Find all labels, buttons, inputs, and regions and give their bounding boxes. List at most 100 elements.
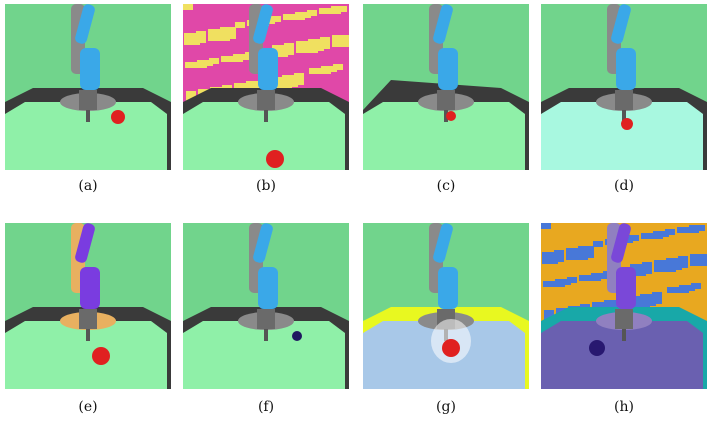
texture-patch [296, 41, 318, 53]
scene-e [5, 223, 171, 389]
scene-g [363, 223, 529, 389]
ball [621, 118, 633, 130]
caption-d: (d) [614, 178, 634, 194]
robot-gripper-tip [622, 110, 626, 122]
robot-forearm [80, 267, 100, 309]
panel-f [183, 223, 349, 389]
texture-patch [642, 262, 652, 274]
robot-arm-segment [433, 223, 453, 263]
ball [266, 150, 284, 168]
texture-patch [678, 256, 688, 268]
robot-gripper-tip [86, 110, 90, 122]
texture-patch [629, 235, 639, 241]
table-surface [363, 102, 525, 170]
ball [589, 340, 605, 356]
robot-forearm [80, 48, 100, 90]
texture-patch [665, 229, 675, 235]
panel-g [363, 223, 529, 389]
texture-patch [221, 56, 243, 62]
caption-h: (h) [614, 399, 634, 415]
robot-gripper [79, 309, 97, 329]
texture-patch [542, 252, 558, 264]
texture-patch [209, 58, 219, 64]
panel-e [5, 223, 171, 389]
texture-patch [652, 292, 662, 304]
robot-forearm [616, 267, 636, 309]
texture-patch [185, 62, 207, 68]
texture-patch [544, 310, 554, 322]
panel-c [363, 4, 529, 170]
texture-patch [271, 16, 281, 22]
ball [446, 111, 456, 121]
texture-patch [690, 254, 707, 266]
scene-b [183, 4, 349, 170]
robot-forearm [258, 267, 278, 309]
robot-gripper-tip [622, 329, 626, 341]
texture-patch [541, 223, 551, 229]
texture-patch [294, 73, 304, 85]
ball [111, 110, 125, 124]
robot-gripper-tip [86, 329, 90, 341]
robot-gripper-tip [264, 110, 268, 122]
robot-forearm [616, 48, 636, 90]
caption-a: (a) [78, 178, 98, 194]
caption-c: (c) [436, 178, 456, 194]
texture-patch [691, 283, 701, 289]
texture-patch [235, 22, 245, 28]
table-surface [5, 102, 167, 170]
table-surface [183, 102, 345, 170]
robot-gripper [437, 90, 455, 110]
robot-arm-segment [611, 4, 631, 44]
ball [92, 347, 110, 365]
caption-f: (f) [257, 399, 275, 415]
robot-arm-segment [611, 223, 631, 263]
texture-patch [307, 10, 317, 16]
robot-gripper-tip [264, 329, 268, 341]
table-surface [541, 321, 703, 389]
robot-gripper [257, 90, 275, 110]
scene-a [5, 4, 171, 170]
table-surface [183, 321, 345, 389]
robot-arm-segment [75, 4, 95, 44]
robot-forearm [438, 267, 458, 309]
texture-patch [579, 275, 601, 281]
texture-patch [319, 8, 341, 14]
robot-arm-segment [433, 4, 453, 44]
texture-patch [184, 33, 200, 45]
texture-patch [543, 281, 565, 287]
texture-patch [654, 260, 676, 272]
texture-patch [283, 14, 305, 20]
robot-arm-segment [75, 223, 95, 263]
caption-b: (b) [256, 178, 276, 194]
texture-patch [566, 248, 588, 260]
ball [442, 339, 460, 357]
panel-a [5, 4, 171, 170]
robot-arm-segment [253, 4, 273, 44]
texture-patch [677, 227, 699, 233]
texture-patch [320, 37, 330, 49]
panel-h [541, 223, 707, 389]
scene-c [363, 4, 529, 170]
caption-g: (g) [436, 399, 456, 415]
texture-patch [333, 64, 343, 70]
robot-forearm [438, 48, 458, 90]
robot-forearm [258, 48, 278, 90]
texture-patch [196, 31, 206, 43]
texture-patch [554, 250, 564, 262]
ball [292, 331, 302, 341]
texture-patch [593, 241, 603, 247]
scene-h [541, 223, 707, 389]
robot-arm-segment [253, 223, 273, 263]
scene-f [183, 223, 349, 389]
robot-gripper [615, 90, 633, 110]
robot-gripper [79, 90, 97, 110]
panel-d [541, 4, 707, 170]
robot-gripper [615, 309, 633, 329]
panel-b [183, 4, 349, 170]
robot-gripper [257, 309, 275, 329]
texture-patch [186, 91, 196, 103]
scene-d [541, 4, 707, 170]
texture-patch [208, 29, 230, 41]
texture-patch [309, 68, 331, 74]
texture-patch [284, 43, 294, 55]
